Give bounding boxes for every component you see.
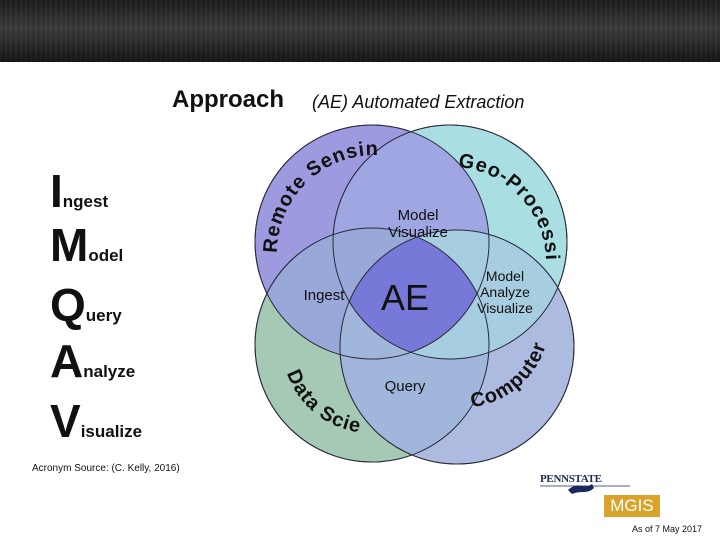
page-subtitle: (AE) Automated Extraction	[312, 92, 525, 112]
page-title: Approach	[172, 86, 285, 113]
acronym-line-ingest: Ingest	[50, 165, 109, 217]
date-note: As of 7 May 2017	[632, 524, 703, 534]
region-label-left: Ingest	[304, 287, 346, 304]
logo-wordmark: PENNSTATE	[540, 473, 602, 485]
region-label-bottom: Query	[385, 378, 426, 395]
nittany-lion-icon	[568, 484, 594, 494]
acronym-source: Acronym Source: (C. Kelly, 2016)	[32, 463, 180, 474]
mgis-badge: MGIS	[604, 495, 660, 517]
acronym-line-query: Query	[50, 279, 122, 331]
acronym-line-model: Model	[50, 219, 124, 271]
header-bar	[0, 0, 720, 62]
acronym-line-visualize: Visualize	[50, 395, 143, 447]
penn-state-logo	[540, 484, 630, 494]
acronym-line-analyze: Analyze	[50, 335, 136, 387]
region-label-center: AE	[381, 277, 429, 318]
